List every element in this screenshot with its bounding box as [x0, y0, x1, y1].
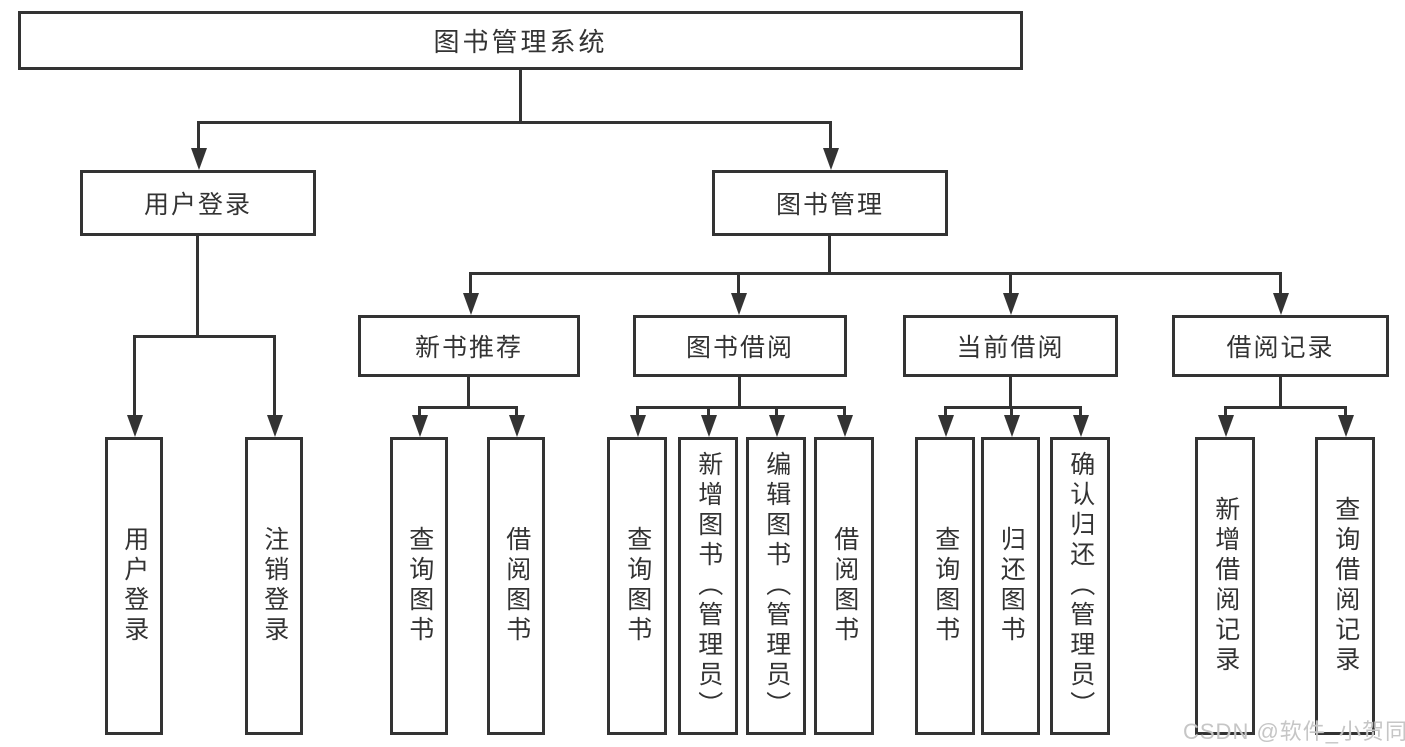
connector-user-login-bar: [133, 335, 276, 338]
connector-borrow-records-stub: [1279, 377, 1282, 406]
node-leaf-edit-books-admin: 编辑图书（管理员）: [746, 437, 806, 735]
node-section-borrow-records: 借阅记录: [1172, 315, 1389, 377]
node-leaf-query-borrow-record: 查询借阅记录: [1315, 437, 1375, 735]
connector-current-borrow-stub: [1009, 377, 1012, 406]
node-leaf-add-books-admin: 新增图书（管理员）: [678, 437, 738, 735]
connector-new-books-stub: [467, 377, 470, 406]
node-leaf-return-books: 归还图书: [981, 437, 1040, 735]
arrow-to-book-borrow: [730, 272, 747, 315]
node-leaf-query-books-2: 查询图书: [607, 437, 667, 735]
node-section-new-books: 新书推荐: [358, 315, 580, 377]
node-section-current-borrow-label: 当前借阅: [956, 334, 1065, 362]
connector-new-books-bar: [418, 406, 518, 409]
node-leaf-logout-label: 注销登录: [260, 526, 289, 646]
node-leaf-query-books-3-label: 查询图书: [931, 526, 960, 646]
node-section-book-borrow-label: 图书借阅: [685, 334, 794, 362]
arrow-to-new-books: [462, 272, 479, 315]
connector-root-bar: [197, 121, 832, 124]
node-leaf-query-borrow-record-label: 查询借阅记录: [1331, 496, 1360, 676]
arrow-to-user-login: [190, 121, 207, 170]
arrow-current-borrow-leaf-2: [1003, 406, 1020, 437]
arrow-book-borrow-leaf-2: [700, 406, 717, 437]
arrow-new-books-leaf-1: [411, 406, 428, 437]
node-leaf-edit-books-admin-label: 编辑图书（管理员）: [762, 451, 791, 721]
arrow-book-borrow-leaf-4: [836, 406, 853, 437]
node-leaf-add-borrow-record-label: 新增借阅记录: [1211, 496, 1240, 676]
arrow-book-borrow-leaf-1: [629, 406, 646, 437]
connector-book-borrow-stub: [738, 377, 741, 406]
node-leaf-confirm-return-admin-label: 确认归还（管理员）: [1066, 451, 1095, 721]
node-section-book-borrow: 图书借阅: [633, 315, 847, 377]
node-leaf-return-books-label: 归还图书: [997, 526, 1026, 646]
node-section-current-borrow: 当前借阅: [903, 315, 1118, 377]
connector-current-borrow-bar: [944, 406, 1082, 409]
arrow-borrow-records-leaf-1: [1217, 406, 1234, 437]
node-leaf-query-books-1-label: 查询图书: [405, 526, 434, 646]
arrow-to-current-borrow: [1002, 272, 1019, 315]
connector-borrow-records-bar: [1224, 406, 1347, 409]
arrow-to-borrow-records: [1272, 272, 1289, 315]
connector-book-management-bar: [469, 272, 1282, 275]
node-leaf-user-login-label: 用户登录: [120, 526, 149, 646]
connector-user-login-stub: [196, 236, 199, 335]
node-branch-user-login-label: 用户登录: [143, 191, 252, 219]
node-leaf-add-borrow-record: 新增借阅记录: [1195, 437, 1255, 735]
arrow-book-borrow-leaf-3: [768, 406, 785, 437]
node-leaf-borrow-books-2: 借阅图书: [814, 437, 874, 735]
node-leaf-query-books-3: 查询图书: [915, 437, 975, 735]
arrow-current-borrow-leaf-3: [1072, 406, 1089, 437]
node-leaf-logout: 注销登录: [245, 437, 303, 735]
node-root-label: 图书管理系统: [433, 27, 608, 57]
node-root: 图书管理系统: [18, 11, 1023, 70]
connector-book-borrow-bar: [636, 406, 846, 409]
node-leaf-borrow-books-1: 借阅图书: [487, 437, 545, 735]
node-leaf-add-books-admin-label: 新增图书（管理员）: [694, 451, 723, 721]
node-leaf-borrow-books-1-label: 借阅图书: [502, 526, 531, 646]
arrow-to-leaf-logout: [266, 335, 283, 437]
node-section-borrow-records-label: 借阅记录: [1226, 334, 1335, 362]
node-branch-book-management: 图书管理: [712, 170, 948, 236]
arrow-current-borrow-leaf-1: [937, 406, 954, 437]
csdn-watermark: CSDN @软件_小贺同学: [1183, 719, 1405, 744]
node-leaf-confirm-return-admin: 确认归还（管理员）: [1050, 437, 1110, 735]
node-section-new-books-label: 新书推荐: [414, 334, 523, 362]
arrow-to-book-management: [822, 121, 839, 170]
node-branch-user-login: 用户登录: [80, 170, 316, 236]
arrow-borrow-records-leaf-2: [1337, 406, 1354, 437]
node-leaf-user-login: 用户登录: [105, 437, 163, 735]
node-leaf-query-books-2-label: 查询图书: [623, 526, 652, 646]
connector-book-management-stub: [828, 236, 831, 272]
node-leaf-borrow-books-2-label: 借阅图书: [830, 526, 859, 646]
arrow-new-books-leaf-2: [508, 406, 525, 437]
connector-root-stub: [519, 70, 522, 121]
node-branch-book-management-label: 图书管理: [775, 191, 884, 219]
node-leaf-query-books-1: 查询图书: [390, 437, 448, 735]
arrow-to-leaf-login: [126, 335, 143, 437]
